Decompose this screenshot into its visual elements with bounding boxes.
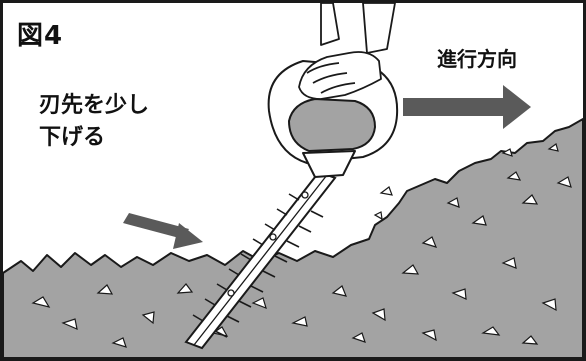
leaf-texture	[31, 171, 572, 348]
trimmer-blade	[184, 170, 337, 350]
arrow-down-right-icon	[123, 213, 203, 249]
hedge-foliage	[3, 118, 583, 358]
flying-leaves	[373, 143, 559, 221]
arrow-right-icon	[403, 85, 531, 129]
instruction-line-1: 刃先を少し	[39, 93, 150, 118]
hedge-trimmer-illustration	[3, 3, 583, 358]
instruction-line-2: 下げる	[39, 125, 106, 150]
direction-label: 進行方向	[437, 47, 517, 71]
figure-label: 図4	[17, 21, 64, 51]
operator-hands	[298, 3, 396, 100]
